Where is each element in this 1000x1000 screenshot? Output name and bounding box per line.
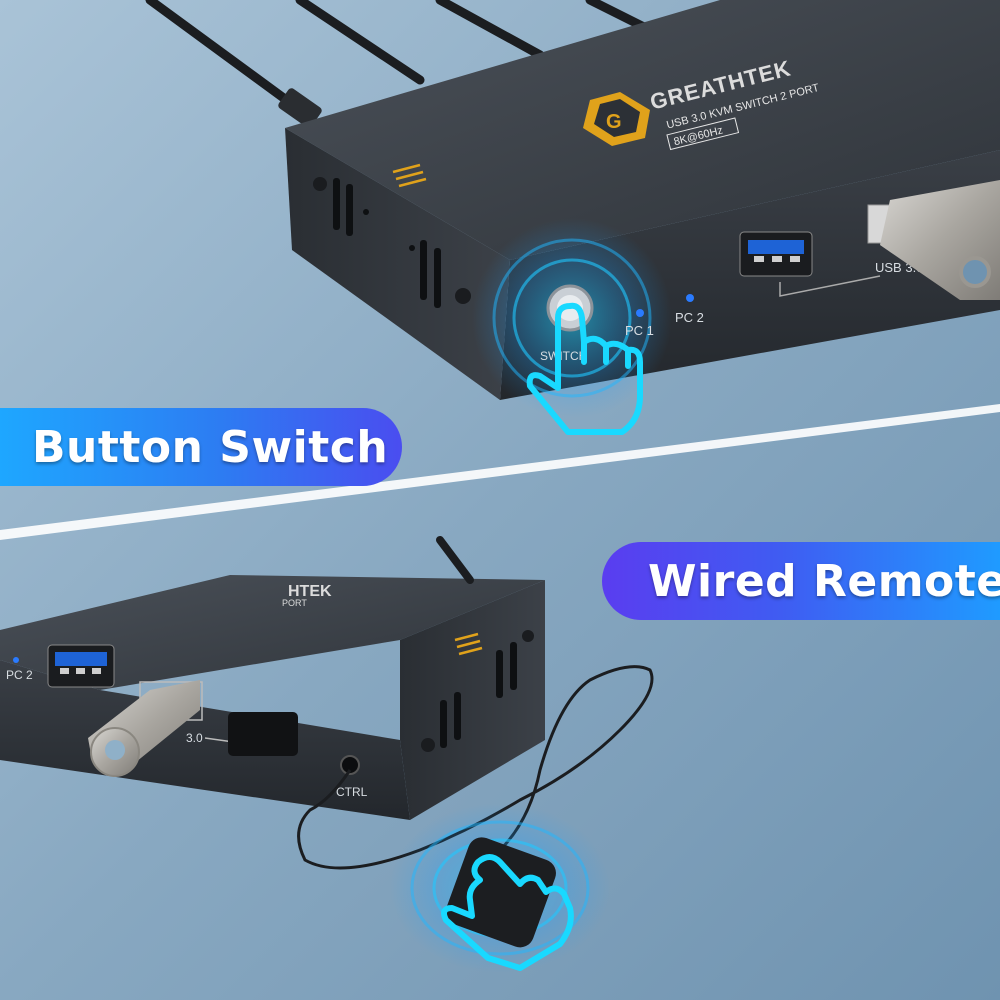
- pc1-led: [636, 309, 644, 317]
- switch-label: SWITCH: [540, 349, 587, 363]
- pc2-label: PC 2: [675, 310, 704, 325]
- usb-stick-bottom: [88, 680, 200, 777]
- brand-logo-icon: G: [583, 92, 650, 146]
- button-switch-banner: Button Switch: [0, 408, 402, 486]
- svg-text:G: G: [606, 111, 622, 133]
- usb-stick: [867, 180, 1000, 300]
- wireless-dongle: [228, 712, 298, 756]
- brand-fragment: HTEK: [288, 583, 332, 600]
- pc1-label: PC 1: [625, 323, 654, 338]
- bottom-kvm-switch: HTEK PORT PC 2 3.0 CTRL: [0, 536, 654, 973]
- pc2-led: [686, 294, 694, 302]
- ctrl-jack: [340, 755, 360, 775]
- tap-hand-icon-bottom: [441, 854, 574, 971]
- pc2-led-bottom: [13, 657, 19, 663]
- usb-port-bottom: [47, 644, 115, 688]
- wired-remote-banner: Wired Remote: [602, 542, 1000, 620]
- ctrl-label: CTRL: [336, 785, 368, 799]
- usb-fragment-label: 3.0: [186, 731, 203, 745]
- usb-port: [739, 231, 813, 277]
- tap-hand-icon: [526, 302, 643, 435]
- pc2-label-bottom: PC 2: [6, 668, 33, 682]
- divider-line: [0, 404, 1000, 540]
- top-kvm-switch: G GREATHTEK USB 3.0 KVM SWITCH 2 PORT 8K…: [145, 0, 1000, 435]
- port-fragment: PORT: [282, 598, 307, 608]
